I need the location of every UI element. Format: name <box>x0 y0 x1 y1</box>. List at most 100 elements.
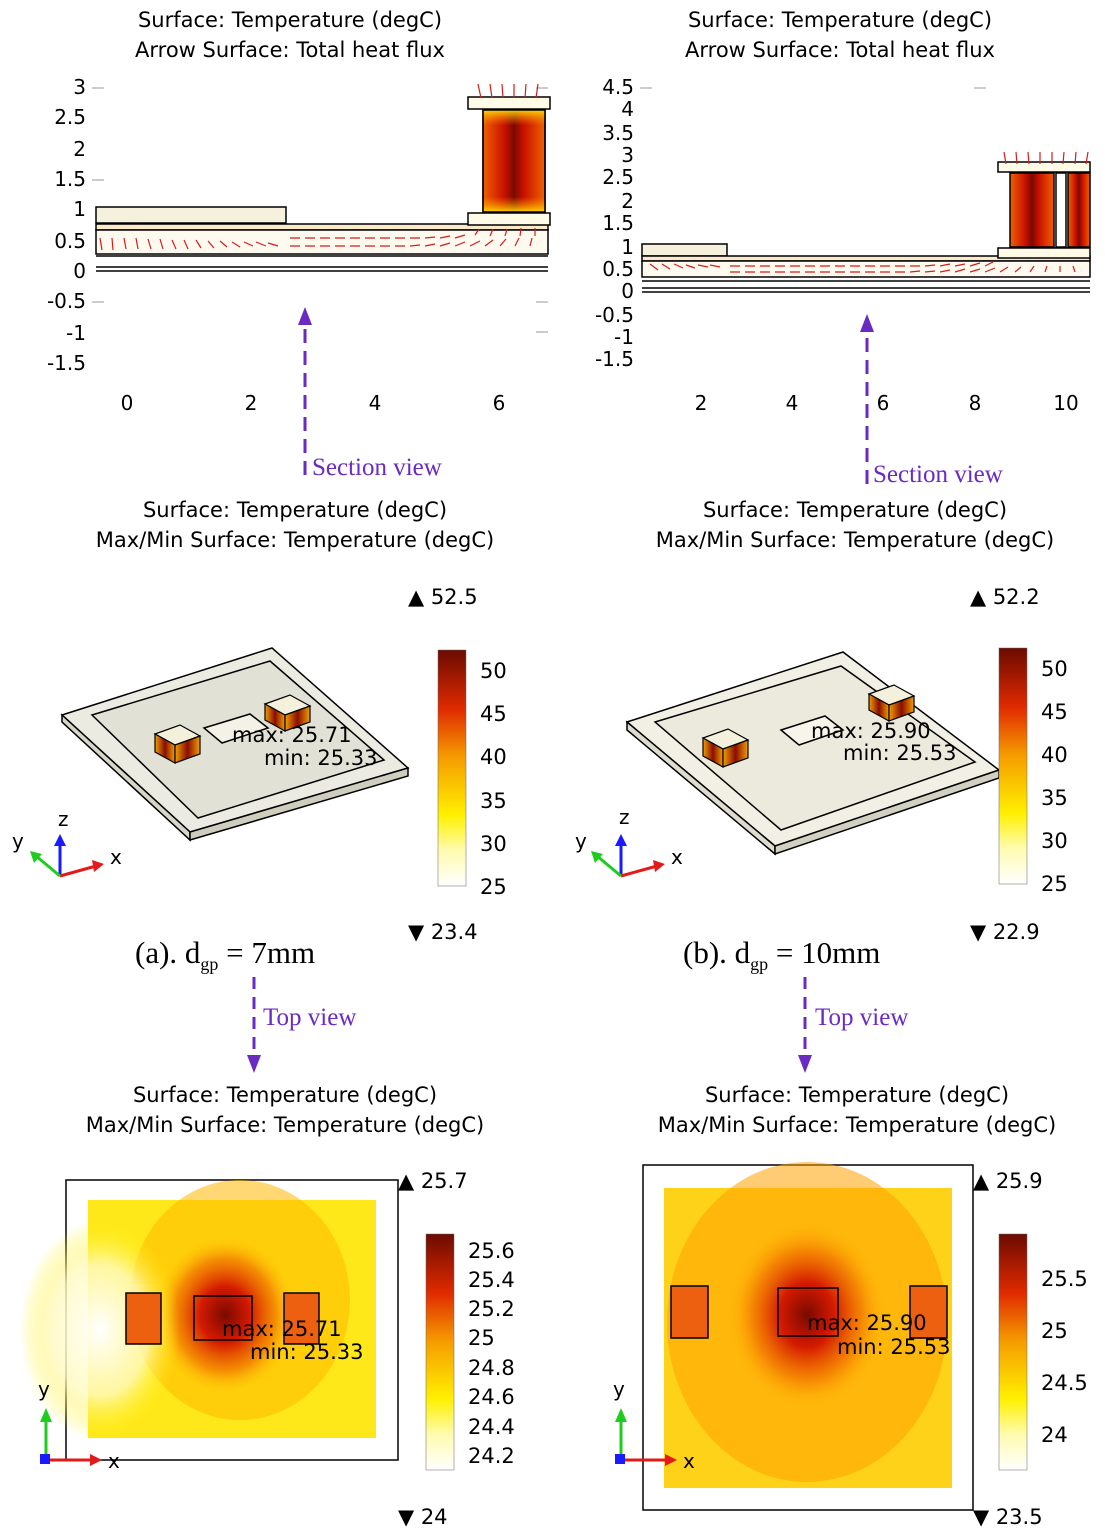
y-tick-b-3: 3 <box>621 143 634 167</box>
iso-min-marker-b: ▼ 22.9 <box>970 920 1040 944</box>
iso-cb-tick-b-1: 45 <box>1041 700 1068 724</box>
caption-a-sub: gp <box>200 954 219 975</box>
section-title-b-line1: Surface: Temperature (degC) <box>687 8 993 32</box>
y-tick-a-7: -0.5 <box>47 289 86 313</box>
top-chip-b-center <box>777 1287 839 1337</box>
top-cb-tick-a-0: 25.6 <box>468 1239 515 1263</box>
top-chip-b-left <box>670 1285 709 1339</box>
top-view-arrow-b <box>798 977 812 1073</box>
iso-chip-b-right <box>867 684 916 723</box>
top-cb-tick-a-7: 24.2 <box>468 1444 515 1468</box>
iso-chip-b-left <box>701 728 750 769</box>
x-tick-a-2: 4 <box>369 391 382 415</box>
section-geometry-b <box>641 161 1091 293</box>
x-tick-b-2: 6 <box>877 391 890 415</box>
iso-title-b-line2: Max/Min Surface: Temperature (degC) <box>655 528 1055 552</box>
top-chip-a-left <box>125 1292 162 1345</box>
iso-title-a-line1: Surface: Temperature (degC) <box>142 498 448 522</box>
top-cb-tick-a-5: 24.6 <box>468 1385 515 1409</box>
iso-cb-tick-a-3: 35 <box>480 789 507 813</box>
top-cb-tick-b-2: 24.5 <box>1041 1371 1088 1395</box>
iso-title-b-line1: Surface: Temperature (degC) <box>702 498 1008 522</box>
x-tick-b-3: 8 <box>969 391 982 415</box>
y-tick-b-2: 3.5 <box>602 121 634 145</box>
section-title-b-line2: Arrow Surface: Total heat flux <box>685 38 995 62</box>
axis-triad-a: z x y <box>12 807 122 878</box>
y-tick-a-4: 1 <box>73 197 86 221</box>
x-tick-a-3: 6 <box>493 391 506 415</box>
top-view-b: ▲ 25.9 max: 25.90 min: 25.53 25.5 25 24.… <box>613 1162 1088 1529</box>
x-tick-a-1: 2 <box>245 391 258 415</box>
top-cb-tick-a-3: 25 <box>468 1326 495 1350</box>
heat-flux-arrows-a <box>99 83 539 251</box>
iso-cb-tick-a-0: 50 <box>480 659 507 683</box>
axis-x-label-b: x <box>671 845 683 869</box>
top-min-text-b: min: 25.53 <box>837 1335 950 1359</box>
top-max-text-b: max: 25.90 <box>807 1311 927 1335</box>
top-axis-y-label-a: y <box>38 1377 50 1401</box>
top-min-text-a: min: 25.33 <box>250 1340 363 1364</box>
axis-x-label-a: x <box>110 845 122 869</box>
y-tick-b-0: 4.5 <box>602 75 634 99</box>
top-cb-tick-a-6: 24.4 <box>468 1415 515 1439</box>
section-plot-a: 3 2.5 2 1.5 1 0.5 0 -0.5 -1 -1.5 0 2 4 6 <box>47 75 551 415</box>
top-max-marker-b: ▲ 25.9 <box>973 1169 1043 1193</box>
y-tick-b-1: 4 <box>621 97 634 121</box>
axis-y-label-a: y <box>12 829 24 853</box>
top-min-marker-b: ▼ 23.5 <box>973 1505 1043 1529</box>
x-tick-b-4: 10 <box>1053 391 1078 415</box>
section-title-a-line1: Surface: Temperature (degC) <box>137 8 443 32</box>
section-plot-b: 4.5 4 3.5 3 2.5 2 1.5 1 0.5 0 -0.5 -1 -1… <box>595 75 1091 415</box>
top-title-b: Surface: Temperature (degC) Max/Min Surf… <box>612 1080 1102 1140</box>
y-tick-b-10: -0.5 <box>595 303 634 327</box>
y-tick-b-6: 1.5 <box>602 211 634 235</box>
top-axis-triad-a: y x <box>38 1377 120 1473</box>
y-tick-a-9: -1.5 <box>47 351 86 375</box>
top-axis-x-label-a: x <box>108 1449 120 1473</box>
top-chip-a-right <box>283 1292 320 1345</box>
y-tick-a-6: 0 <box>73 259 86 283</box>
top-cb-tick-a-2: 25.2 <box>468 1297 515 1321</box>
section-view-arrow-a <box>298 307 312 475</box>
x-tick-a-0: 0 <box>121 391 134 415</box>
iso-chip-a-right <box>263 694 312 733</box>
top-title-b-line1: Surface: Temperature (degC) <box>704 1083 1010 1107</box>
section-title-a: Surface: Temperature (degC) Arrow Surfac… <box>60 5 520 65</box>
section-view-label-b: Section view <box>873 461 1003 488</box>
iso-board-a <box>60 647 410 842</box>
y-tick-b-7: 1 <box>621 235 634 259</box>
iso-cb-tick-b-5: 25 <box>1041 872 1068 896</box>
y-tick-a-0: 3 <box>73 75 86 99</box>
section-geometry-a <box>95 96 551 272</box>
iso-colorbar-a <box>437 649 467 887</box>
axis-triad-b: z x y <box>575 805 683 878</box>
y-tick-a-8: -1 <box>66 321 86 345</box>
top-cb-tick-a-4: 24.8 <box>468 1356 515 1380</box>
top-cb-tick-b-3: 24 <box>1041 1423 1068 1447</box>
iso-title-b: Surface: Temperature (degC) Max/Min Surf… <box>610 495 1100 555</box>
y-tick-a-1: 2.5 <box>54 105 86 129</box>
iso-max-marker-a: ▲ 52.5 <box>408 585 478 609</box>
section-view-label-a: Section view <box>312 454 442 481</box>
top-view-label-a: Top view <box>263 1004 357 1031</box>
y-tick-a-3: 1.5 <box>54 167 86 191</box>
caption-b: (b). dgp = 10mm <box>683 935 880 975</box>
top-cb-tick-b-1: 25 <box>1041 1319 1068 1343</box>
top-axis-y-label-b: y <box>613 1377 625 1401</box>
section-title-b: Surface: Temperature (degC) Arrow Surfac… <box>610 5 1070 65</box>
iso-cb-tick-b-2: 40 <box>1041 743 1068 767</box>
y-tick-b-9: 0 <box>621 279 634 303</box>
top-title-b-line2: Max/Min Surface: Temperature (degC) <box>657 1113 1057 1137</box>
iso-cb-tick-b-4: 30 <box>1041 829 1068 853</box>
top-colorbar-b <box>998 1233 1028 1471</box>
iso-cb-tick-a-4: 30 <box>480 832 507 856</box>
iso-title-a: Surface: Temperature (degC) Max/Min Surf… <box>50 495 540 555</box>
iso-min-text-a: min: 25.33 <box>264 746 377 770</box>
axis-z-label-b: z <box>619 805 630 829</box>
iso-colorbar-b <box>998 647 1028 885</box>
top-max-text-a: max: 25.71 <box>222 1317 342 1341</box>
y-tick-a-2: 2 <box>73 137 86 161</box>
heat-flux-arrows-b <box>649 151 1089 273</box>
iso-title-a-line2: Max/Min Surface: Temperature (degC) <box>95 528 495 552</box>
caption-a: (a). dgp = 7mm <box>135 935 315 975</box>
